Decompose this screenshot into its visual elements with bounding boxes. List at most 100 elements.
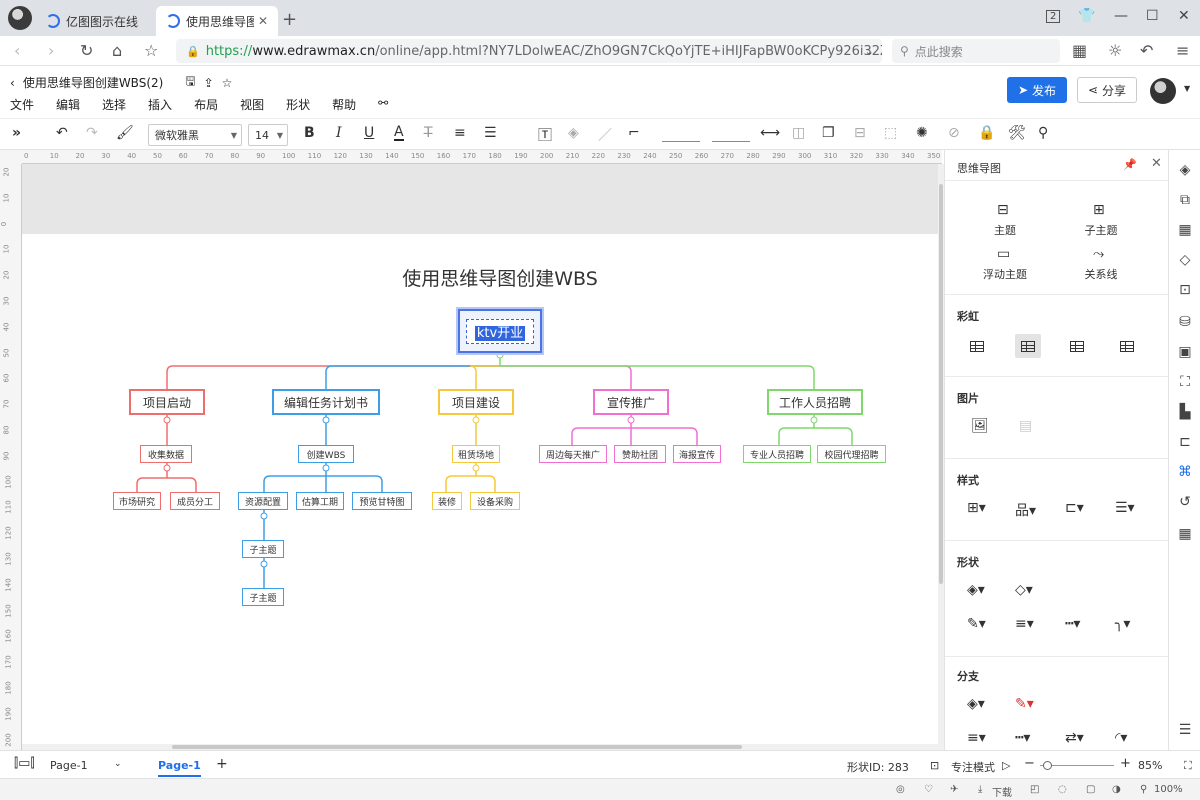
line-color-icon[interactable]: ／ [598, 128, 612, 144]
bookmark-star-icon[interactable]: ☆ [144, 41, 159, 60]
url-input[interactable]: 🔒 https:// www.edrawmax.cn /online/app.h… [176, 39, 882, 63]
image-panel-icon[interactable]: ▣ [1178, 344, 1192, 360]
minimize-icon[interactable]: — [1114, 8, 1128, 24]
insert-main-topic-button[interactable]: 主题 [994, 224, 1016, 237]
focus-mode-button[interactable]: 专注模式 [951, 761, 995, 774]
reload-icon[interactable]: ↻ [80, 41, 94, 60]
page-dropdown-icon[interactable]: ⌄ [114, 759, 122, 769]
canvas-horizontal-scrollbar[interactable] [22, 744, 938, 750]
export-icon[interactable]: ⇪ [203, 75, 214, 90]
layout-style-icon[interactable]: ⊞▾ [967, 500, 986, 516]
structure-style-icon[interactable]: 品▾ [1015, 503, 1037, 519]
zoom-level-select[interactable]: 85% [1138, 759, 1163, 772]
italic-icon[interactable]: I [336, 125, 342, 141]
insert-float-topic-button[interactable]: 浮动主题 [983, 268, 1027, 281]
subtopic[interactable]: 资源配置 [238, 492, 288, 510]
back-icon[interactable]: ‹ [14, 41, 21, 60]
shape-corner-icon[interactable]: ╮▾ [1115, 616, 1131, 632]
subtopic[interactable]: 海报宣传 [673, 445, 721, 463]
insert-image-icon[interactable]: 🖼 [971, 418, 989, 434]
page-selector[interactable]: Page-1 [50, 759, 88, 772]
close-panel-icon[interactable]: ✕ [1151, 156, 1162, 171]
branch-line-icon[interactable]: ≡▾ [967, 730, 986, 746]
font-size-select[interactable]: 14 ▼ [248, 124, 288, 146]
subtopic[interactable]: 收集数据 [140, 445, 192, 463]
subtopic[interactable]: 成员分工 [170, 492, 220, 510]
sub-topic-icon[interactable]: ⊞ [1093, 202, 1105, 218]
menu-view[interactable]: 视图 [240, 98, 265, 112]
align-icon[interactable]: ≡ [454, 125, 466, 141]
shirt-icon[interactable]: 👕 [1078, 8, 1096, 24]
table-icon[interactable]: ▦ [1178, 526, 1192, 542]
browser-zoom-level[interactable]: 100% [1154, 784, 1183, 795]
subtopic[interactable]: 预览甘特图 [352, 492, 412, 510]
document-title[interactable]: 使用思维导图创建WBS(2) [22, 76, 164, 90]
shape-dash-icon[interactable]: ┅▾ [1065, 616, 1081, 632]
play-icon[interactable]: ▷ [1002, 759, 1011, 772]
history-icon[interactable]: ↺ [1179, 494, 1191, 510]
bold-icon[interactable]: B [304, 125, 315, 141]
fill-icon[interactable]: ◈ [568, 125, 579, 141]
status-icon-6[interactable]: ◌ [1058, 784, 1067, 795]
collapse-sidebar-icon[interactable]: » [12, 125, 22, 141]
apps-grid-icon[interactable]: ▦ [1072, 41, 1088, 60]
branch-curve-icon[interactable]: ◜▾ [1115, 730, 1128, 746]
format-painter-icon[interactable]: 🖌 [116, 125, 134, 141]
download-icon[interactable]: ⤓ [978, 784, 983, 795]
share-button[interactable]: ⋖ 分享 [1077, 77, 1137, 103]
subtopic[interactable]: 市场研究 [113, 492, 161, 510]
url-dropdown-icon[interactable]: ⌄ [864, 44, 874, 58]
menu-shape[interactable]: 形状 [286, 98, 311, 112]
image-options-icon[interactable]: ▤ [1019, 418, 1033, 434]
page-list-icon[interactable]: ⫿▭⫿ [14, 756, 35, 771]
statistics-icon[interactable]: ▙ [1179, 404, 1191, 420]
subtopic[interactable]: 子主题 [242, 540, 284, 558]
topic-recruitment[interactable]: 工作人员招聘 [767, 389, 863, 415]
subtopic[interactable]: 装修 [432, 492, 462, 510]
topic-project-start[interactable]: 项目启动 [129, 389, 205, 415]
lock-shape-icon[interactable]: 🔒 [978, 125, 996, 141]
undo-icon[interactable]: ↶ [56, 125, 68, 141]
rainbow-style-4-icon[interactable] [1116, 336, 1138, 356]
subtopic[interactable]: 周边每天推广 [539, 445, 607, 463]
browser-profile-avatar[interactable] [8, 6, 32, 30]
zoom-slider-knob[interactable] [1043, 761, 1052, 770]
branch-arrow-icon[interactable]: ⇄▾ [1065, 730, 1084, 746]
shadow-icon[interactable]: ❐ [822, 125, 835, 141]
home-icon[interactable]: ⌂ [112, 41, 123, 60]
group-icon[interactable]: ⬚ [884, 125, 898, 141]
download-label[interactable]: 下载 [992, 788, 1012, 799]
user-avatar[interactable] [1150, 78, 1176, 104]
line-style-select[interactable] [662, 128, 700, 142]
subtopic[interactable]: 租赁场地 [452, 445, 500, 463]
distribute-icon[interactable]: ✺ [916, 125, 928, 141]
shape-line-weight-icon[interactable]: ≡▾ [1015, 616, 1034, 632]
menu-file[interactable]: 文件 [10, 98, 35, 112]
menu-layout[interactable]: 布局 [194, 98, 219, 112]
new-tab-icon[interactable]: + [282, 9, 298, 30]
branch-fill-icon[interactable]: ◈▾ [967, 696, 985, 712]
close-window-icon[interactable]: ✕ [1178, 8, 1190, 24]
expand-panel-icon[interactable]: ☰ [1178, 722, 1192, 738]
grid-panel-icon[interactable]: ▦ [1178, 222, 1192, 238]
menu-select[interactable]: 选择 [102, 98, 127, 112]
zoom-in-icon[interactable]: + [1120, 756, 1131, 771]
zoom-out-icon[interactable]: − [1024, 756, 1035, 771]
mindmap-title[interactable]: 使用思维导图创建WBS [402, 268, 598, 290]
arrow-style-icon[interactable]: ⟷ [760, 125, 781, 141]
org-chart-icon[interactable]: ⛶ [1180, 374, 1190, 390]
shape-fill-icon[interactable]: ◈▾ [967, 582, 985, 598]
gantt-icon[interactable]: ⊏ [1179, 434, 1191, 450]
mindmap-panel-icon[interactable]: ⌘ [1178, 464, 1192, 480]
search-shape-icon[interactable]: ⚲ [1038, 125, 1049, 141]
fit-page-icon[interactable]: ⊡ [930, 759, 940, 772]
find-icon[interactable]: ⚯ [378, 96, 389, 110]
shape-border-icon[interactable]: ✎▾ [967, 616, 986, 632]
subtopic[interactable]: 创建WBS [298, 445, 354, 463]
rainbow-style-3-icon[interactable] [1066, 336, 1088, 356]
page-setup-icon[interactable]: ⧉ [1180, 192, 1190, 208]
save-icon[interactable]: 🖫 [185, 74, 196, 88]
branch-color-icon[interactable]: ✎▾ [1015, 696, 1034, 712]
status-icon-3[interactable]: ✈ [950, 784, 959, 795]
presentation-icon[interactable]: ⊡ [1179, 282, 1191, 298]
